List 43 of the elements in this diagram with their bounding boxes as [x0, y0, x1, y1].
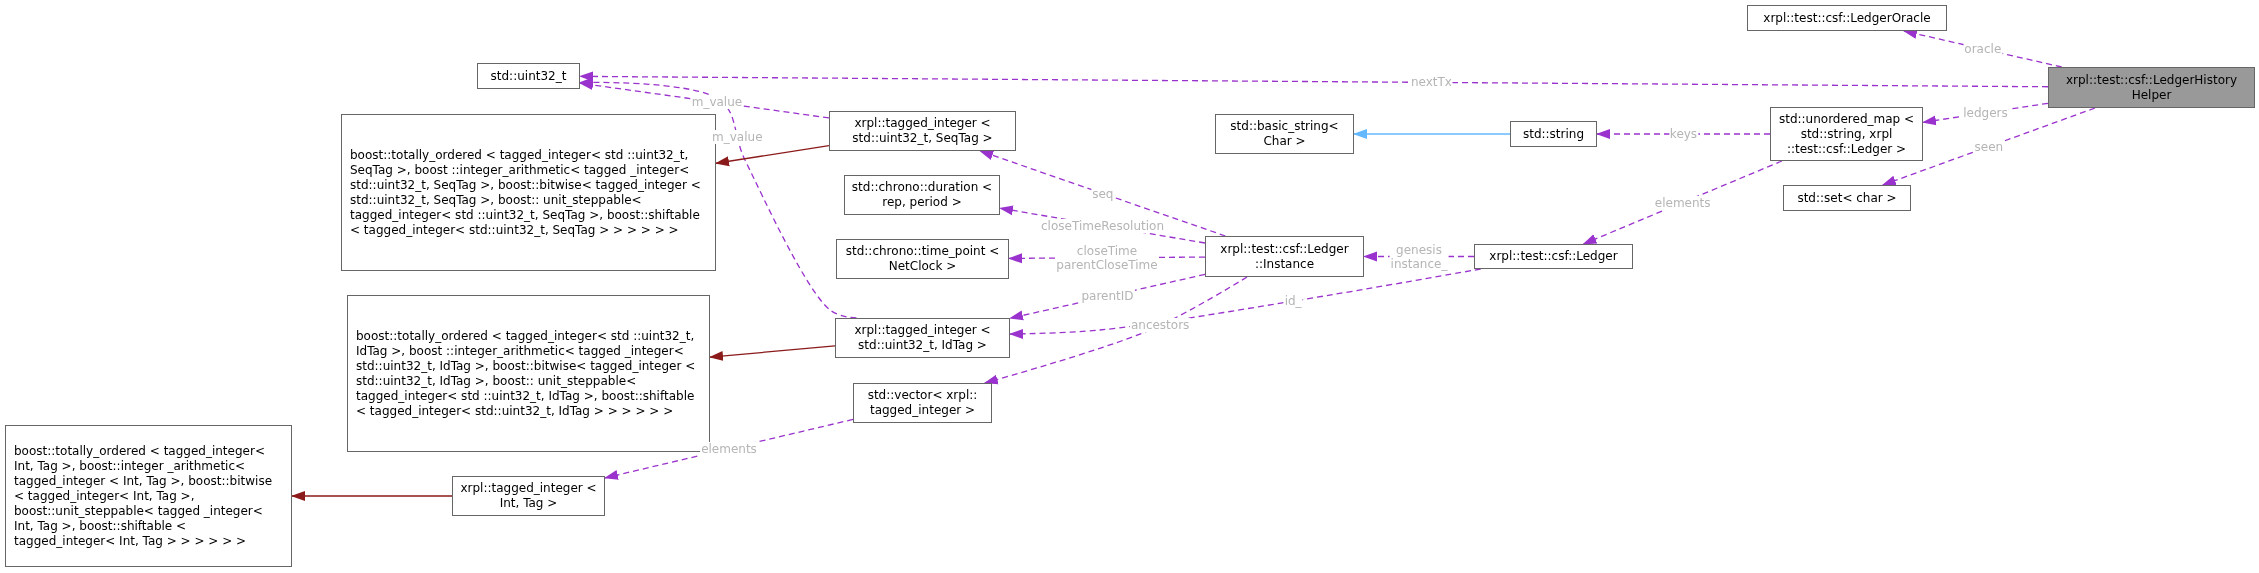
usage-arrow — [1009, 268, 1482, 339]
edge-label: m_value — [690, 95, 744, 110]
class-box: std::vector< xrpl:: tagged_integer > — [853, 383, 992, 423]
class-box: std::uint32_t — [477, 63, 580, 89]
class-box: std::chrono::time_point < NetClock > — [836, 239, 1009, 279]
edge-label: ledgers — [1962, 105, 2009, 120]
class-box: xrpl::tagged_integer < Int, Tag > — [452, 476, 605, 516]
class-box: xrpl::test::csf::Ledger ::Instance — [1205, 236, 1364, 277]
edge-label: m_value — [711, 130, 764, 145]
usage-arrow — [983, 276, 1248, 385]
edge-label: seq — [1091, 186, 1115, 201]
class-box: std::chrono::duration < rep, period > — [844, 175, 1000, 215]
edge-label: elements — [700, 441, 758, 456]
class-box: xrpl::tagged_integer < std::uint32_t, SeqTag > — [829, 111, 1016, 151]
usage-arrow — [979, 150, 1226, 237]
usage-arrow — [1582, 160, 1783, 245]
edge-label: parentID — [1080, 289, 1135, 304]
edge-label: seen — [1973, 139, 2005, 154]
edge-label: elements — [1653, 195, 1712, 210]
inheritance-arrow — [1353, 129, 1511, 139]
usage-arrow — [579, 80, 830, 119]
class-box: xrpl::test::csf::Ledger — [1474, 244, 1633, 269]
edge-label: id_ — [1283, 294, 1303, 309]
usage-arrow — [579, 71, 2049, 88]
class-box: xrpl::test::csf::LedgerOracle — [1747, 5, 1947, 31]
class-box: boost::totally_ordered < tagged_integer< Int, Tag >, boost::integer _arithmetic< tagged_integer < Int, Tag >, boost::bitwise < tagged_integer< Int, Tag >, boost::unit_steppable< tagged _integer< Int, Tag >, boost::shiftable < tagged_integer< Int, Tag > > > > > > — [5, 425, 292, 567]
usage-arrow — [1881, 107, 2096, 186]
class-box: xrpl::tagged_integer < std::uint32_t, IdTag > — [835, 318, 1010, 358]
class-box: std::basic_string< Char > — [1215, 114, 1354, 154]
edge-label: closeTimeResolution — [1040, 218, 1165, 233]
inheritance-arrow — [715, 144, 830, 167]
class-box: std::unordered_map < std::string, xrpl ::test::csf::Ledger > — [1770, 107, 1923, 161]
inheritance-arrow — [291, 491, 453, 501]
edge-label: closeTime parentCloseTime — [1055, 243, 1159, 272]
class-box: xrpl::test::csf::LedgerHistory Helper — [2048, 67, 2255, 108]
inheritance-arrow — [709, 345, 836, 361]
usage-arrow — [1596, 129, 1771, 139]
edge-label: keys — [1668, 127, 1699, 141]
class-box: std::string — [1510, 121, 1597, 147]
class-box: std::set< char > — [1783, 185, 1911, 211]
edge-label: ancestors — [1129, 318, 1191, 333]
edge-label: oracle — [1963, 42, 2003, 56]
edge-label: genesis instance_ — [1389, 242, 1449, 271]
